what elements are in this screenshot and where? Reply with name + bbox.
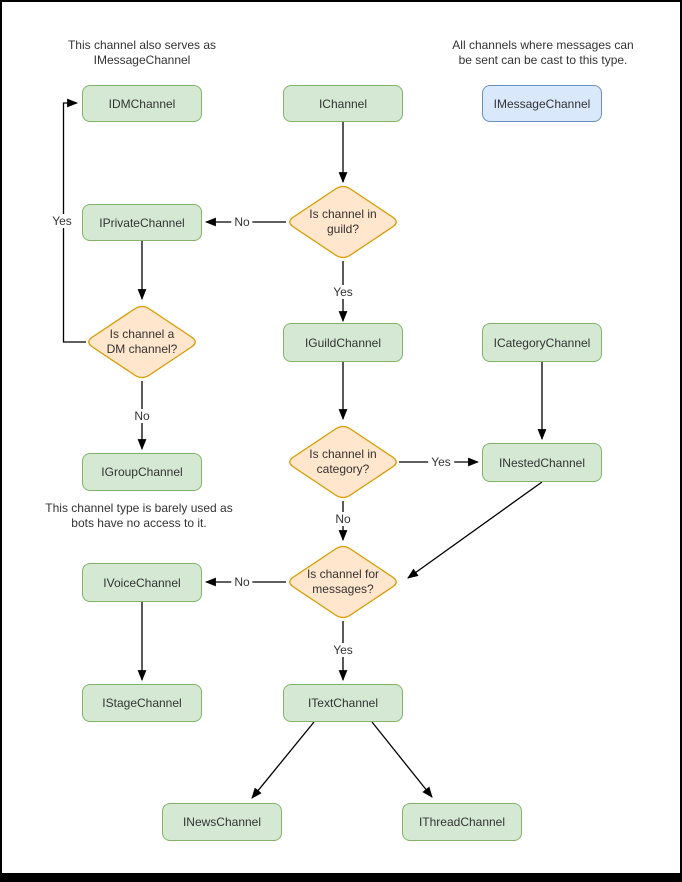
diamond-shape [289,545,397,619]
node-iprivatechannel: IPrivateChannel [82,204,202,241]
note-imessagechannel-cast: All channels where messages can be sent … [452,38,634,67]
decision-is-channel-a-dm-channel: Is channel a DM channel? [84,303,200,381]
edge-label-yes-category: Yes [428,455,454,469]
edge-label-no-messages: No [231,575,253,589]
node-igroupchannel: IGroupChannel [82,453,202,491]
node-inewschannel: INewsChannel [162,803,282,841]
diamond-shape [289,185,397,259]
node-idmchannel: IDMChannel [82,85,202,122]
edge-itextchannel-to-inewschannel [251,721,315,799]
decision-label: Is channel for messages? [306,567,380,596]
node-ithreadchannel: IThreadChannel [402,803,522,841]
note-idmchannel-serves-imessagechannel: This channel also serves as IMessageChan… [67,38,217,67]
diamond-shape [289,425,397,499]
node-ichannel: IChannel [283,85,403,122]
node-istagechannel: IStageChannel [82,684,202,722]
node-imessagechannel: IMessageChannel [482,85,602,122]
decision-is-channel-in-guild: Is channel in guild? [285,183,401,261]
decision-label: Is channel in guild? [309,207,377,236]
node-inestedchannel: INestedChannel [482,443,602,482]
decision-label: Is channel a DM channel? [106,327,178,356]
note-igroupchannel-barely-used: This channel type is barely used as bots… [45,501,233,530]
node-ivoicechannel: IVoiceChannel [82,563,202,602]
decision-is-channel-for-messages: Is channel for messages? [285,543,401,621]
decision-label: Is channel in category? [309,447,377,476]
node-iguildchannel: IGuildChannel [283,323,403,362]
edge-label-no-dm: No [131,409,153,423]
edge-label-no-guild: No [231,215,253,229]
node-icategorychannel: ICategoryChannel [482,323,602,362]
diamond-shape [88,305,196,379]
edge-label-no-category: No [332,512,354,526]
node-itextchannel: ITextChannel [283,684,403,722]
edge-inestedchannel-to-messages-decision [407,481,543,579]
edge-label-yes-guild: Yes [330,285,356,299]
decision-is-channel-in-category: Is channel in category? [285,423,401,501]
edge-itextchannel-to-ithreadchannel [371,721,433,798]
edge-label-yes-messages: Yes [330,643,356,657]
edge-label-yes-dm: Yes [49,214,75,228]
